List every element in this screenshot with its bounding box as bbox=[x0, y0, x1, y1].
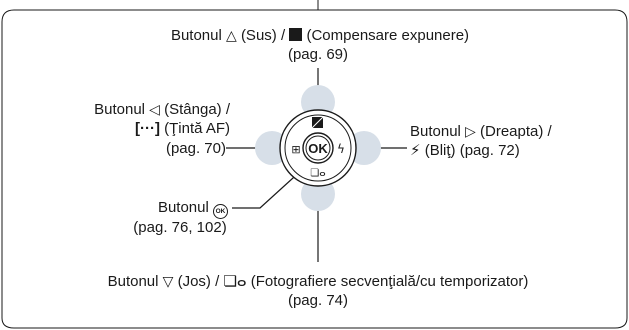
label-left-prefix: Butonul bbox=[94, 101, 145, 118]
label-right-line2-suffix: (Bliţ) (pag. 72) bbox=[424, 142, 520, 159]
label-up-suffix: (Compensare expunere) bbox=[306, 27, 470, 44]
label-down-prefix: Butonul bbox=[107, 273, 159, 290]
label-up-prefix: Butonul bbox=[170, 27, 222, 44]
label-up-page-text: (pag. 69) bbox=[287, 46, 349, 63]
label-right-prefix: Butonul bbox=[410, 123, 461, 140]
af-target-text-icon: [···] bbox=[134, 120, 160, 137]
ok-button-label: OK bbox=[308, 141, 328, 156]
label-left-line2: [···] (Ţintă AF) bbox=[10, 120, 230, 138]
label-ok-page-text: (pag. 76, 102) bbox=[133, 219, 227, 236]
up-arrow-icon: △ bbox=[225, 27, 237, 43]
left-arrow-icon: ◁ bbox=[149, 101, 160, 117]
label-left-page: (pag. 70) bbox=[10, 140, 226, 158]
label-right-line1: Butonul ▷ (Dreapta) / bbox=[410, 122, 625, 141]
label-up-mid: (Sus) / bbox=[240, 27, 286, 44]
flash-text-icon: ⚡ bbox=[410, 142, 421, 159]
label-up: Butonul △ (Sus) / (Compensare expunere) bbox=[120, 26, 520, 45]
sequential-timer-text-icon: ❏ⴰ bbox=[223, 273, 247, 290]
ok-text-icon: OK bbox=[213, 204, 228, 219]
label-ok-page: (pag. 76, 102) bbox=[120, 219, 240, 237]
label-left-suffix: (Stânga) / bbox=[164, 101, 230, 118]
exposure-comp-diagonal bbox=[311, 116, 324, 129]
label-right-suffix: (Dreapta) / bbox=[480, 123, 552, 140]
flash-icon: ϟ bbox=[337, 142, 345, 156]
label-down-suffix: (Fotografiere secvenţială/cu temporizato… bbox=[250, 273, 529, 290]
right-arrow-icon: ▷ bbox=[465, 123, 476, 139]
label-down: Butonul ▽ (Jos) / ❏ⴰ (Fotografiere secve… bbox=[20, 272, 616, 291]
label-left-page-text: (pag. 70) bbox=[165, 140, 226, 157]
label-left-line1: Butonul ◁ (Stânga) / bbox=[10, 100, 230, 119]
exposure-comp-text-icon bbox=[289, 28, 303, 41]
label-down-mid: (Jos) / bbox=[177, 273, 220, 290]
ok-button-inner bbox=[305, 135, 331, 161]
label-down-page: (pag. 74) bbox=[270, 292, 366, 310]
down-arrow-icon: ▽ bbox=[162, 273, 174, 289]
label-right-line2: ⚡ (Bliţ) (pag. 72) bbox=[410, 142, 625, 160]
sequential-timer-icon: ❏ⴰ bbox=[310, 168, 325, 179]
label-ok-prefix: Butonul bbox=[157, 199, 209, 216]
af-target-icon: ⊞ bbox=[291, 143, 300, 156]
label-left-line2-suffix: (Ţintă AF) bbox=[164, 120, 230, 137]
label-down-page-text: (pag. 74) bbox=[287, 292, 349, 309]
frame bbox=[1, 9, 628, 329]
label-ok-line1: Butonul OK bbox=[60, 199, 228, 219]
label-up-page: (pag. 69) bbox=[270, 46, 366, 64]
